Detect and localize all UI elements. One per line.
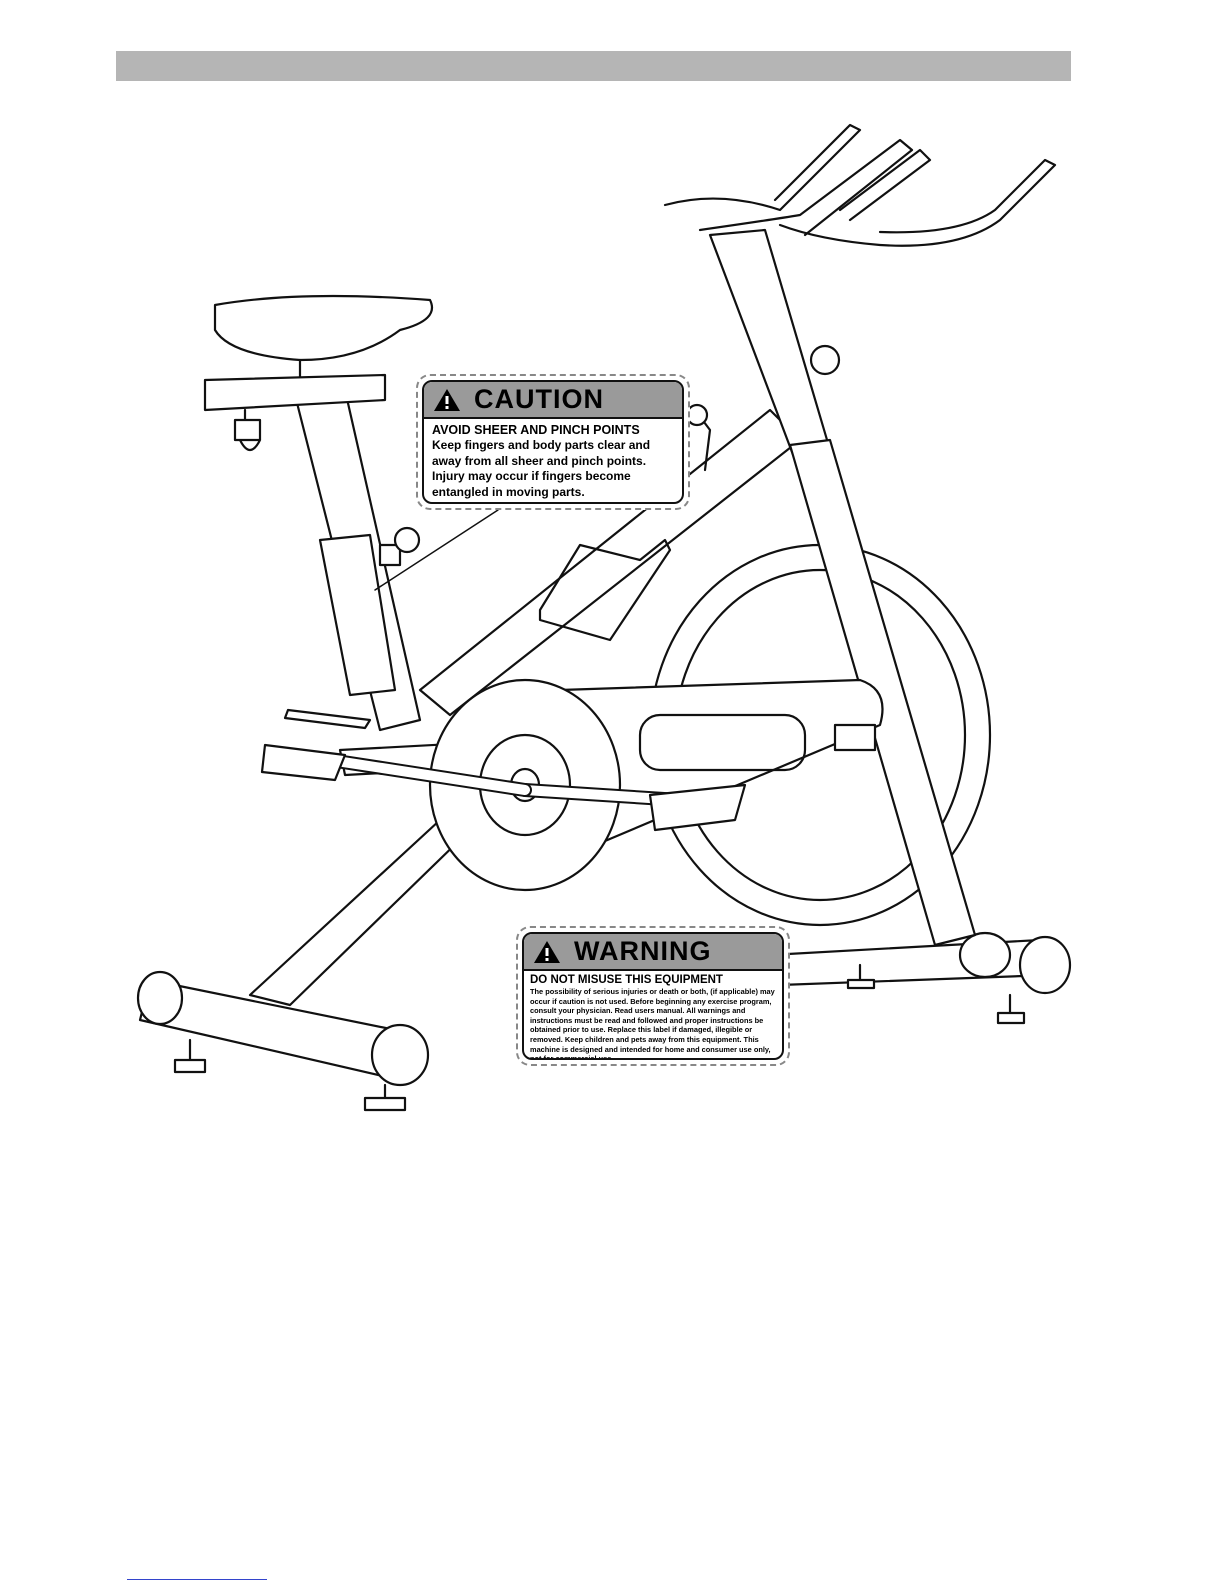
warning-subheading: DO NOT MISUSE THIS EQUIPMENT [530, 974, 723, 986]
header-bar [116, 51, 1071, 81]
seat-post [293, 388, 422, 732]
caution-body: Keep fingers and body parts clear and aw… [432, 438, 651, 499]
front-stabilizer [136, 970, 430, 1112]
pedals [260, 708, 747, 832]
warning-header: WARNING [524, 934, 782, 971]
handlebar-post [685, 228, 977, 947]
handlebars [663, 123, 1057, 247]
rear-stabilizer [768, 931, 1072, 1025]
warning-body: The possibility of serious injuries or d… [530, 987, 775, 1060]
caution-label: CAUTION AVOID SHEER AND PINCH POINTS Kee… [416, 374, 690, 510]
warning-label: WARNING DO NOT MISUSE THIS EQUIPMENT The… [516, 926, 790, 1066]
seat [203, 294, 433, 452]
caution-heading: CAUTION [474, 384, 604, 414]
warning-triangle-icon [534, 940, 560, 963]
caution-subheading: AVOID SHEER AND PINCH POINTS [432, 423, 640, 437]
warning-heading: WARNING [574, 936, 712, 966]
caution-header: CAUTION [424, 382, 682, 419]
footer-link-underline [127, 1579, 267, 1580]
warning-triangle-icon [434, 388, 460, 411]
warning-label-panel: WARNING DO NOT MISUSE THIS EQUIPMENT The… [522, 932, 784, 1060]
caution-label-panel: CAUTION AVOID SHEER AND PINCH POINTS Kee… [422, 380, 684, 504]
